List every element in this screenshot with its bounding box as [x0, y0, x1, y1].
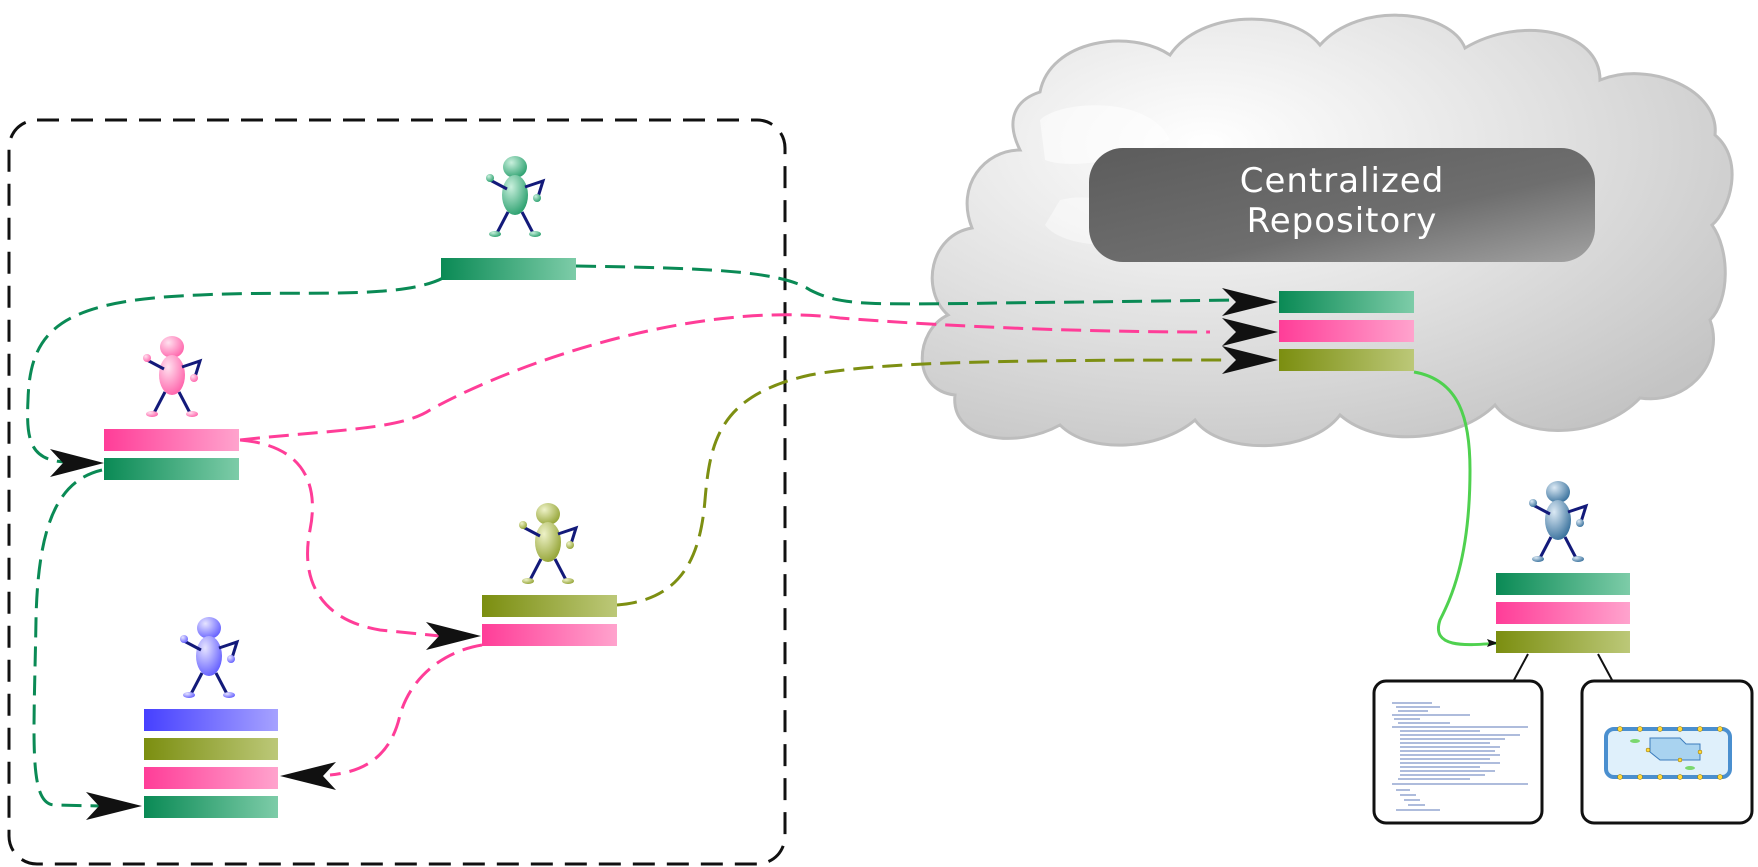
blue-user-stack — [144, 709, 278, 818]
arrowhead-to-steel-user — [1487, 639, 1498, 647]
network-diagram-icon — [1580, 679, 1754, 825]
pink-user-stack — [104, 429, 239, 480]
arrowhead-to-repo-olive — [1222, 346, 1278, 374]
arrowhead-to-pink-user — [50, 449, 104, 477]
green-link-top-to-repo — [575, 264, 1241, 306]
arrowheads — [50, 288, 1498, 820]
stack-to-network-line — [1597, 653, 1613, 681]
repository-stack — [1279, 291, 1414, 371]
local-network-boundary — [7, 118, 787, 866]
green-user-figure — [486, 156, 546, 237]
arrowhead-to-repo-pink — [1222, 318, 1278, 346]
top-user-stack — [441, 258, 576, 280]
connections — [26, 264, 1241, 808]
steel-user-stack — [1496, 573, 1630, 653]
green-link-top-to-pink-user — [26, 276, 444, 464]
blue-user-figure — [180, 617, 240, 698]
pink-link-to-repo — [239, 313, 1211, 442]
repository-title-line1: Centralized — [1240, 161, 1445, 201]
document-icon — [1372, 679, 1544, 825]
steel-user-figure — [1529, 481, 1589, 562]
repository-label: Centralized Repository — [1089, 148, 1595, 262]
olive-user-stack — [482, 595, 617, 646]
stack-to-document-line — [1513, 653, 1529, 681]
repository-title-line2: Repository — [1247, 201, 1438, 241]
repo-link-to-steel-user — [1413, 370, 1501, 647]
arrowhead-to-olive-user — [426, 622, 481, 650]
pink-link-olive-to-blue-user — [329, 643, 483, 777]
olive-link-to-repo — [616, 358, 1231, 607]
olive-user-figure — [519, 503, 579, 584]
arrowhead-to-blue-user-pink — [280, 762, 336, 790]
arrowhead-to-blue-user-green — [86, 792, 142, 820]
pink-user-figure — [143, 336, 203, 417]
pink-link-to-olive-user — [239, 438, 441, 638]
arrowhead-to-repo-green — [1222, 288, 1278, 316]
green-link-pink-user-to-blue-user — [32, 468, 103, 808]
